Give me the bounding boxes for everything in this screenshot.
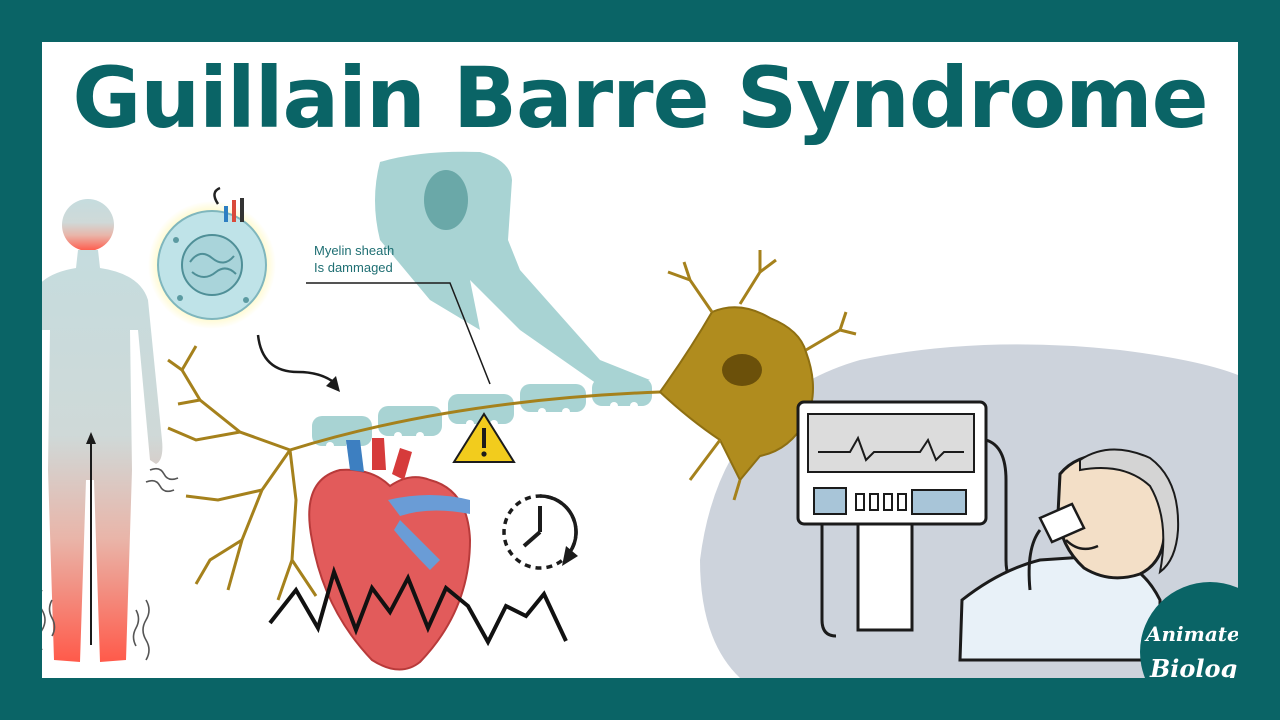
- logo-word-2: Biology: [1150, 654, 1238, 678]
- logo-word-1: Animated: [1146, 622, 1238, 646]
- curved-arrow-icon: [256, 334, 337, 385]
- clock-icon: [502, 494, 578, 570]
- scene-illustration: [42, 151, 1238, 678]
- infected-cell-icon: [148, 186, 276, 329]
- schwann-cell-icon: [375, 151, 650, 386]
- myelin-annotation: Myelin sheath Is dammaged: [314, 242, 394, 276]
- warning-icon: [452, 412, 516, 463]
- animated-biology-logo: Animated Biology: [1140, 582, 1238, 678]
- neuron-cell-body: [658, 250, 861, 501]
- annotation-pointer: [306, 282, 491, 385]
- illustration-panel: Guillain Barre Syndrome: [42, 42, 1238, 678]
- ecg-zigzag-line: [268, 565, 568, 647]
- ventilator-icon: [796, 400, 1031, 638]
- patient-icon: [958, 448, 1180, 662]
- heart-icon: [308, 438, 472, 671]
- annotation-line-1: Myelin sheath: [314, 243, 395, 258]
- neuron-icon: [167, 345, 661, 601]
- page-title: Guillain Barre Syndrome: [72, 49, 1208, 147]
- human-silhouette-icon: [42, 199, 179, 662]
- annotation-line-2: Is dammaged: [314, 260, 393, 275]
